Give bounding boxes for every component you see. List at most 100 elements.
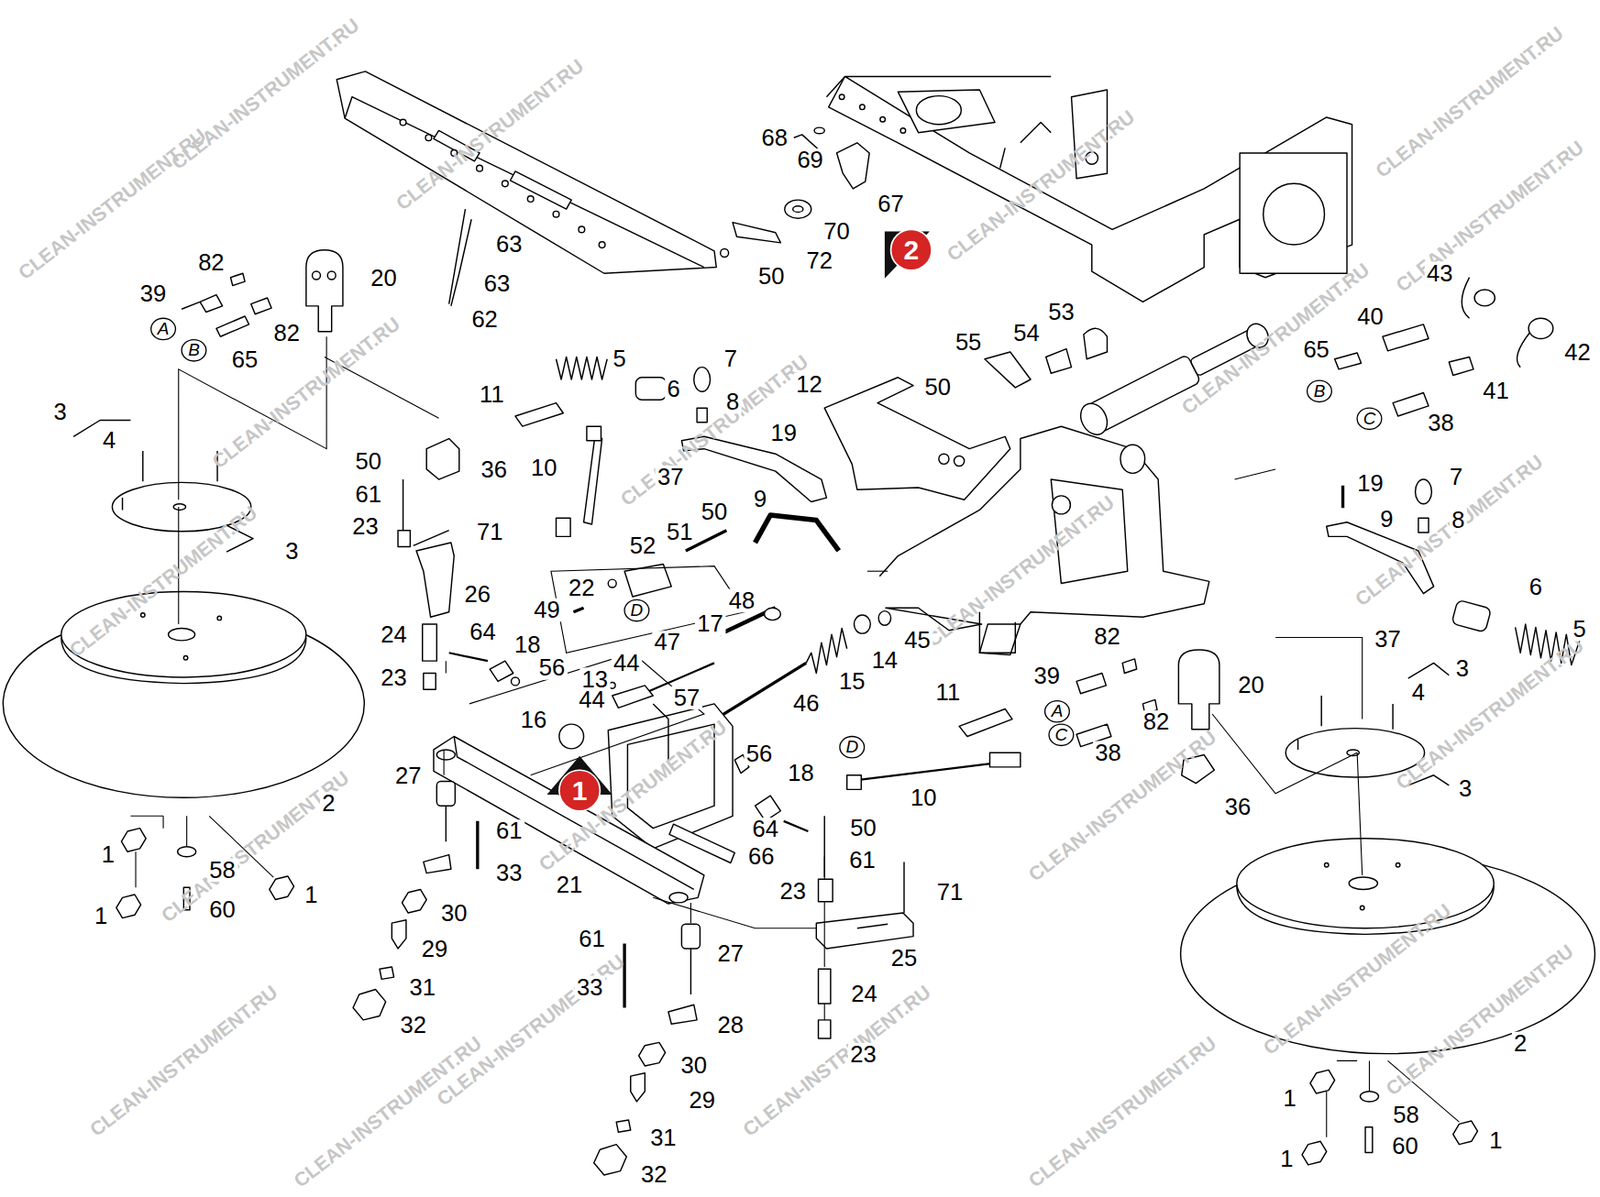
callout-number: 63 bbox=[494, 232, 525, 257]
view-marker: 1 bbox=[557, 768, 603, 814]
watermark: CLEAN-INSTRUMENT.RU bbox=[1372, 22, 1567, 181]
callout-number: 5 bbox=[610, 347, 629, 372]
callout-number: 66 bbox=[746, 845, 777, 870]
callout-number: 65 bbox=[230, 348, 261, 373]
callout-number: 32 bbox=[639, 1163, 670, 1188]
callout-number: 27 bbox=[393, 764, 424, 789]
callout-number: 70 bbox=[821, 220, 852, 244]
callout-number: 20 bbox=[1235, 673, 1267, 698]
callout-number: 6 bbox=[1527, 575, 1545, 600]
callout-number: 39 bbox=[137, 282, 168, 307]
callout-number: 58 bbox=[207, 858, 238, 883]
callout-number: 1 bbox=[1280, 1087, 1299, 1112]
callout-number: 33 bbox=[494, 861, 525, 886]
callout-number: 68 bbox=[759, 125, 790, 150]
callout-number: 31 bbox=[648, 1126, 679, 1151]
view-marker: 2 bbox=[888, 227, 934, 273]
watermark: CLEAN-INSTRUMENT.RU bbox=[923, 492, 1118, 651]
callout-number: 42 bbox=[1562, 341, 1593, 365]
watermark: CLEAN-INSTRUMENT.RU bbox=[1382, 941, 1578, 1100]
callout-number: 64 bbox=[750, 817, 781, 842]
callout-number: 18 bbox=[512, 633, 543, 658]
callout-number: 2 bbox=[320, 792, 338, 817]
connector-letter-text: B bbox=[1313, 382, 1326, 400]
callout-number: 15 bbox=[837, 670, 868, 695]
callout-number: 61 bbox=[494, 819, 525, 844]
callout-number: 23 bbox=[848, 1043, 879, 1068]
callout-number: 25 bbox=[889, 947, 920, 972]
callout-number: 1 bbox=[1278, 1147, 1296, 1171]
watermark: CLEAN-INSTRUMENT.RU bbox=[739, 982, 935, 1140]
callout-number: 12 bbox=[794, 373, 825, 398]
callout-number: 53 bbox=[1046, 300, 1077, 325]
callout-number: 6 bbox=[664, 377, 683, 402]
watermark: CLEAN-INSTRUMENT.RU bbox=[1392, 137, 1588, 296]
callout-number: 32 bbox=[397, 1014, 429, 1038]
callout-number: 7 bbox=[1447, 465, 1466, 490]
callout-number: 2 bbox=[1511, 1032, 1530, 1057]
callout-number: 50 bbox=[756, 264, 787, 289]
callout-number: 39 bbox=[1031, 664, 1062, 689]
callout-number: 9 bbox=[1378, 507, 1396, 532]
callout-number: 36 bbox=[1222, 794, 1253, 819]
watermark: CLEAN-INSTRUMENT.RU bbox=[1259, 900, 1455, 1059]
callout-number: 1 bbox=[302, 883, 320, 908]
callout-number: 33 bbox=[574, 975, 606, 1000]
callout-number: 61 bbox=[576, 927, 607, 952]
callout-number: 46 bbox=[791, 692, 822, 717]
callout-number: 11 bbox=[477, 383, 507, 408]
callout-number: 82 bbox=[196, 251, 227, 276]
callout-number: 45 bbox=[902, 628, 933, 653]
callout-number: 11 bbox=[933, 681, 962, 706]
callout-number: 1 bbox=[99, 843, 118, 868]
callout-number: 24 bbox=[378, 622, 409, 647]
connector-letter-text: C bbox=[1363, 409, 1377, 428]
callout-number: 64 bbox=[467, 620, 498, 645]
callout-number: 23 bbox=[777, 880, 808, 905]
callout-number: 5 bbox=[1570, 617, 1589, 642]
watermark: CLEAN-INSTRUMENT.RU bbox=[290, 1033, 486, 1192]
callout-number: 10 bbox=[529, 456, 560, 481]
callout-number: 3 bbox=[283, 540, 301, 564]
callout-number: 8 bbox=[1449, 508, 1468, 533]
callout-number: 24 bbox=[849, 982, 880, 1007]
callout-number: 47 bbox=[651, 630, 683, 655]
callout-number: 61 bbox=[847, 848, 878, 872]
callout-number: 31 bbox=[407, 975, 438, 1000]
connector-letter-text: A bbox=[157, 320, 170, 338]
callout-number: 58 bbox=[1390, 1103, 1422, 1128]
callout-number: 23 bbox=[350, 514, 381, 539]
callout-number: 44 bbox=[611, 651, 642, 676]
callout-number: 65 bbox=[1301, 338, 1332, 363]
callout-number: 16 bbox=[518, 708, 550, 733]
callout-number: 40 bbox=[1355, 305, 1386, 330]
callout-number: 36 bbox=[478, 458, 509, 483]
callout-number: 50 bbox=[353, 450, 384, 475]
callout-number: 30 bbox=[439, 902, 470, 927]
connector-letter: D bbox=[838, 735, 866, 760]
watermark: CLEAN-INSTRUMENT.RU bbox=[209, 313, 404, 472]
callout-number: 52 bbox=[628, 534, 659, 559]
callout-number: 4 bbox=[100, 429, 119, 453]
callout-number: 63 bbox=[482, 272, 513, 297]
callout-number: 43 bbox=[1424, 261, 1456, 286]
callout-number: 37 bbox=[1372, 628, 1403, 652]
callout-number: 61 bbox=[353, 483, 384, 508]
watermark: CLEAN-INSTRUMENT.RU bbox=[1392, 635, 1588, 794]
connector-letter-text: B bbox=[187, 341, 200, 359]
callout-number: 9 bbox=[751, 486, 770, 511]
callout-number: 3 bbox=[1453, 657, 1471, 682]
callout-number: 29 bbox=[686, 1089, 718, 1114]
callout-number: 67 bbox=[875, 192, 906, 217]
watermark: CLEAN-INSTRUMENT.RU bbox=[1178, 259, 1373, 418]
connector-letter: A bbox=[1043, 699, 1071, 724]
callout-number: 71 bbox=[474, 520, 506, 545]
connector-letter-text: D bbox=[845, 738, 859, 756]
callout-number: 71 bbox=[935, 881, 966, 905]
callout-number: 27 bbox=[715, 942, 746, 967]
callout-number: 50 bbox=[922, 375, 953, 400]
callout-number: 37 bbox=[655, 465, 686, 490]
callout-number: 82 bbox=[1140, 710, 1171, 735]
connector-letter-text: A bbox=[1051, 702, 1064, 720]
callout-number: 62 bbox=[469, 308, 500, 332]
